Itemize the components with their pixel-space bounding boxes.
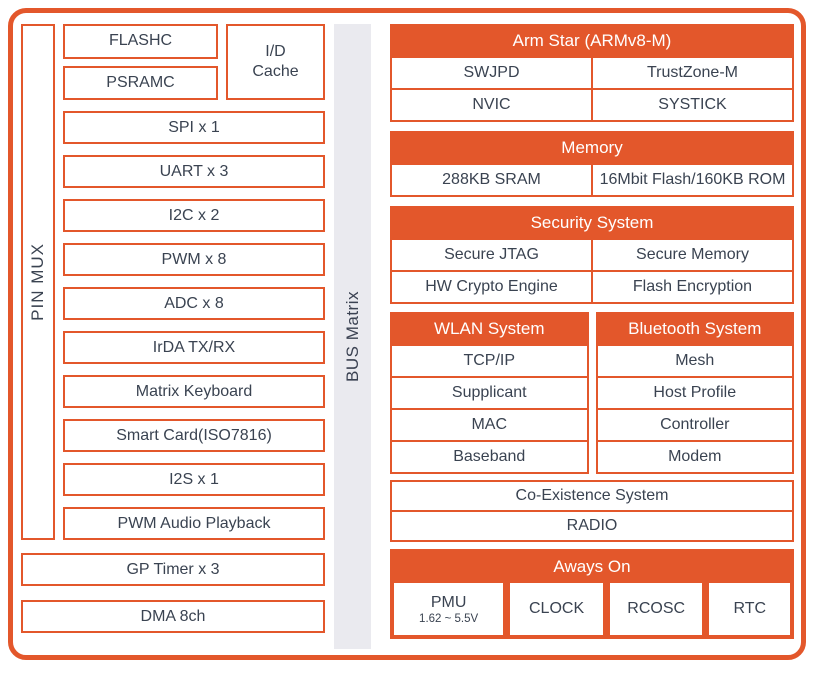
block-baseband: Baseband: [392, 442, 587, 472]
block-flashc: FLASHC: [63, 24, 218, 59]
block-modem: Modem: [597, 442, 792, 472]
block-secure-jtag: Secure JTAG: [392, 240, 591, 270]
security-title: Security System: [392, 208, 792, 238]
always-on-cells: PMU 1.62 ~ 5.5V CLOCK RCOSC RTC: [392, 583, 792, 637]
block-systick: SYSTICK: [593, 90, 792, 120]
soc-diagram-frame: PIN MUX FLASHC PSRAMC I/D Cache SPI x 1 …: [8, 8, 806, 660]
block-mac: MAC: [392, 410, 587, 440]
peripheral-pwm: PWM x 8: [63, 243, 325, 276]
bus-matrix-block: BUS Matrix: [334, 24, 371, 649]
block-nvic: NVIC: [392, 90, 591, 120]
peripheral-spi: SPI x 1: [63, 111, 325, 144]
block-flash-encryption: Flash Encryption: [593, 272, 792, 302]
peripheral-pwm-audio: PWM Audio Playback: [63, 507, 325, 540]
peripheral-matrix-keyboard: Matrix Keyboard: [63, 375, 325, 408]
always-on-block: Aways On PMU 1.62 ~ 5.5V CLOCK RCOSC RTC: [390, 549, 794, 639]
pin-mux-group: PIN MUX FLASHC PSRAMC I/D Cache SPI x 1 …: [21, 24, 325, 540]
peripheral-i2c: I2C x 2: [63, 199, 325, 232]
right-column: Arm Star (ARMv8-M) SWJPD TrustZone-M NVI…: [390, 24, 794, 649]
pin-mux-label: PIN MUX: [28, 243, 47, 321]
block-flash-rom: 16Mbit Flash/160KB ROM: [593, 165, 792, 195]
memory-block: Memory 288KB SRAM 16Mbit Flash/160KB ROM: [390, 131, 794, 197]
diagram-columns: PIN MUX FLASHC PSRAMC I/D Cache SPI x 1 …: [21, 24, 794, 649]
block-dma: DMA 8ch: [21, 600, 325, 633]
block-psramc: PSRAMC: [63, 65, 218, 100]
block-sram: 288KB SRAM: [392, 165, 591, 195]
arm-star-title: Arm Star (ARMv8-M): [392, 26, 792, 56]
pmu-voltage-range: 1.62 ~ 5.5V: [419, 612, 479, 625]
block-gp-timer: GP Timer x 3: [21, 553, 325, 586]
block-supplicant: Supplicant: [392, 378, 587, 408]
bluetooth-system-block: Bluetooth System Mesh Host Profile Contr…: [595, 312, 794, 474]
memory-title: Memory: [392, 133, 792, 163]
wlan-title: WLAN System: [392, 314, 587, 344]
wlan-system-block: WLAN System TCP/IP Supplicant MAC Baseba…: [390, 312, 589, 474]
peripheral-i2s: I2S x 1: [63, 463, 325, 496]
block-controller: Controller: [597, 410, 792, 440]
peripheral-uart: UART x 3: [63, 155, 325, 188]
always-on-title: Aways On: [553, 557, 631, 576]
bus-matrix-label: BUS Matrix: [342, 291, 362, 382]
flash-psram-stack: FLASHC PSRAMC: [63, 24, 218, 100]
peripheral-irda: IrDA TX/RX: [63, 331, 325, 364]
block-coexistence-system: Co-Existence System: [392, 482, 792, 510]
security-system-block: Security System Secure JTAG Secure Memor…: [390, 206, 794, 304]
block-radio: RADIO: [392, 512, 792, 540]
radio-systems-row: WLAN System TCP/IP Supplicant MAC Baseba…: [390, 312, 794, 474]
block-secure-memory: Secure Memory: [593, 240, 792, 270]
block-host-profile: Host Profile: [597, 378, 792, 408]
pmu-label: PMU: [430, 593, 467, 611]
peripheral-adc: ADC x 8: [63, 287, 325, 320]
block-tcpip: TCP/IP: [392, 346, 587, 376]
peripheral-smart-card: Smart Card(ISO7816): [63, 419, 325, 452]
block-id-cache: I/D Cache: [226, 24, 325, 100]
peripheral-column: FLASHC PSRAMC I/D Cache SPI x 1 UART x 3…: [63, 24, 325, 540]
block-rcosc: RCOSC: [609, 583, 703, 635]
block-rtc: RTC: [709, 583, 791, 635]
arm-star-block: Arm Star (ARMv8-M) SWJPD TrustZone-M NVI…: [390, 24, 794, 122]
left-column: PIN MUX FLASHC PSRAMC I/D Cache SPI x 1 …: [21, 24, 325, 649]
block-clock: CLOCK: [510, 583, 603, 635]
pin-mux-block: PIN MUX: [21, 24, 55, 540]
block-pmu: PMU 1.62 ~ 5.5V: [394, 583, 504, 635]
coexistence-block: Co-Existence System RADIO: [390, 480, 794, 542]
block-swjpd: SWJPD: [392, 58, 591, 88]
block-trustzone: TrustZone-M: [593, 58, 792, 88]
memory-controller-row: FLASHC PSRAMC I/D Cache: [63, 24, 325, 100]
block-hw-crypto: HW Crypto Engine: [392, 272, 591, 302]
bluetooth-title: Bluetooth System: [597, 314, 792, 344]
block-mesh: Mesh: [597, 346, 792, 376]
